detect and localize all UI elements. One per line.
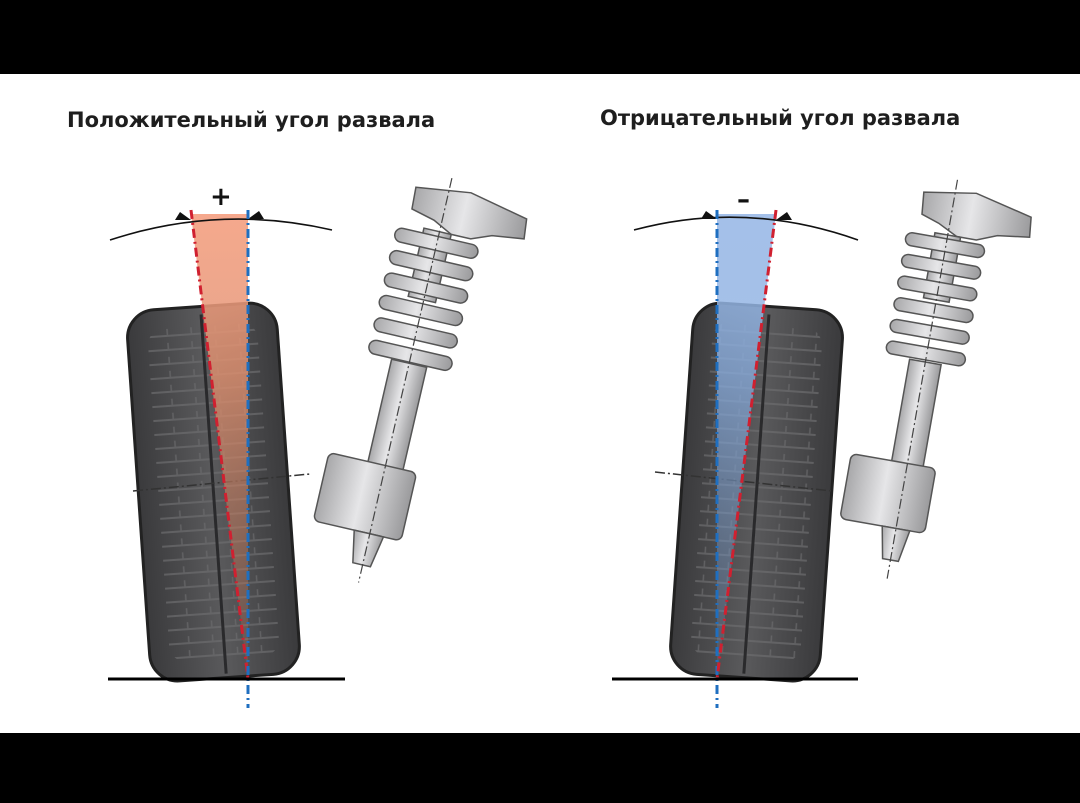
arrow-icon <box>175 212 191 220</box>
axle-line-left <box>132 473 311 492</box>
camber-diagram: + <box>108 177 1032 708</box>
title-negative-camber: Отрицательный угол развала <box>600 106 961 130</box>
suspension-strut-right <box>840 179 1032 579</box>
negative-camber-panel: – <box>612 179 1032 708</box>
suspension-strut-left <box>313 177 528 583</box>
negative-sign: – <box>737 185 750 215</box>
arrow-icon <box>248 211 264 219</box>
top-black-bar <box>0 0 1080 74</box>
diagram-canvas: Положительный угол развала Отрицательный… <box>0 74 1080 733</box>
positive-camber-panel: + <box>108 177 528 708</box>
reference-arc-left <box>109 218 333 241</box>
wheel-axis-red-right <box>715 209 778 680</box>
arrow-icon <box>776 212 792 220</box>
arrow-icon <box>701 211 717 219</box>
axle-line-right <box>654 471 833 492</box>
bottom-black-bar <box>0 733 1080 803</box>
positive-sign: + <box>210 182 232 212</box>
title-positive-camber: Положительный угол развала <box>67 108 436 132</box>
reference-arc-right <box>633 216 859 241</box>
wheel-axis-red-left <box>189 209 250 680</box>
